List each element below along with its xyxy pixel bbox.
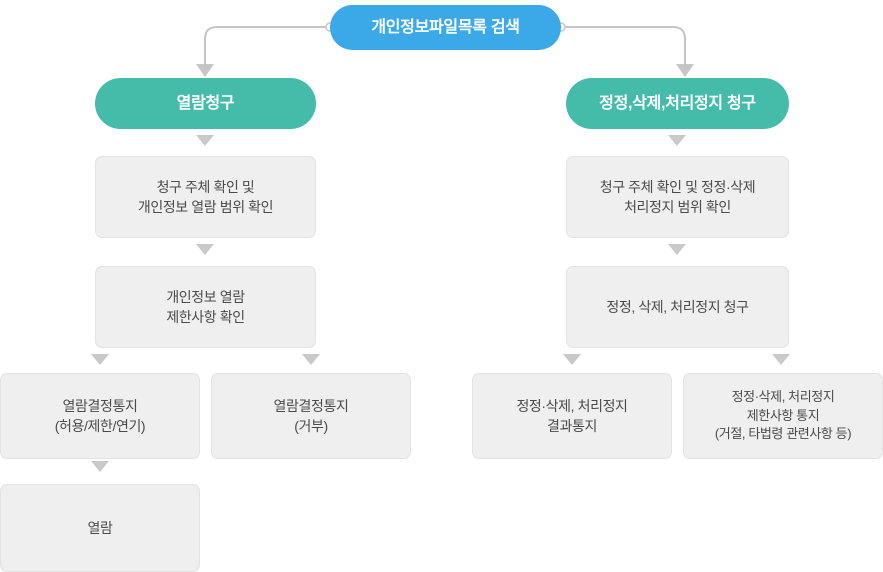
box-right-step1[interactable]: 청구 주체 확인 및 정정·삭제 처리정지 범위 확인 (566, 156, 789, 238)
box-line-2: 처리정지 범위 확인 (624, 199, 731, 215)
box-line-1: 개인정보 열람 (166, 288, 245, 305)
box-left-step2[interactable]: 개인정보 열람 제한사항 확인 (95, 266, 316, 348)
box-left-step1[interactable]: 청구 주체 확인 및 개인정보 열람 범위 확인 (95, 156, 316, 238)
arrow-down-icon (196, 135, 214, 146)
box-line-2: (거부) (294, 418, 328, 434)
box-left-outcome-allow[interactable]: 열람결정통지 (허용/제한/연기) (0, 373, 200, 459)
box-line-1: 열람 (87, 519, 113, 536)
box-line-1: 정정·삭제, 처리정지 (516, 397, 628, 414)
node-correction-deletion-suspension-request[interactable]: 정정,삭제,처리정지 청구 (566, 78, 789, 129)
box-line-1: 열람결정통지 (273, 397, 349, 414)
box-line-2: 제한사항 확인 (166, 309, 245, 325)
box-right-step2[interactable]: 정정, 삭제, 처리정지 청구 (566, 266, 789, 348)
arrow-down-icon (91, 461, 109, 472)
arrow-down-icon (668, 244, 686, 255)
box-line-2: 개인정보 열람 범위 확인 (137, 199, 274, 215)
arrow-down-icon (302, 354, 320, 365)
node-label: 개인정보파일목록 검색 (371, 18, 520, 36)
box-line-2: (허용/제한/연기) (54, 418, 146, 434)
arrow-down-icon (772, 354, 790, 365)
box-right-outcome-result[interactable]: 정정·삭제, 처리정지 결과통지 (472, 373, 672, 459)
box-line-1: 정정, 삭제, 처리정지 청구 (606, 298, 749, 315)
box-line-2: 결과통지 (547, 418, 597, 434)
box-left-outcome-refuse[interactable]: 열람결정통지 (거부) (211, 373, 411, 459)
arrow-down-icon (91, 354, 109, 365)
box-line-3: (거절, 타법령 관련사항 등) (714, 426, 852, 442)
arrow-down-icon (196, 244, 214, 255)
arrow-down-icon (563, 354, 581, 365)
node-access-request[interactable]: 열람청구 (95, 78, 316, 129)
box-left-final-access[interactable]: 열람 (0, 484, 200, 572)
box-line-1: 열람결정통지 (62, 397, 138, 414)
box-line-1: 청구 주체 확인 및 (156, 178, 255, 195)
box-line-2: 제한사항 통지 (746, 407, 820, 423)
arrow-down-icon (668, 135, 686, 146)
box-right-outcome-restriction[interactable]: 정정·삭제, 처리정지 제한사항 통지 (거절, 타법령 관련사항 등) (683, 373, 883, 459)
node-label: 열람청구 (176, 94, 235, 112)
box-line-1: 정정·삭제, 처리정지 (731, 388, 835, 404)
box-line-1: 청구 주체 확인 및 정정·삭제 (599, 178, 756, 195)
node-label: 정정,삭제,처리정지 청구 (599, 94, 756, 112)
node-search-privacy-file-list[interactable]: 개인정보파일목록 검색 (330, 5, 561, 50)
